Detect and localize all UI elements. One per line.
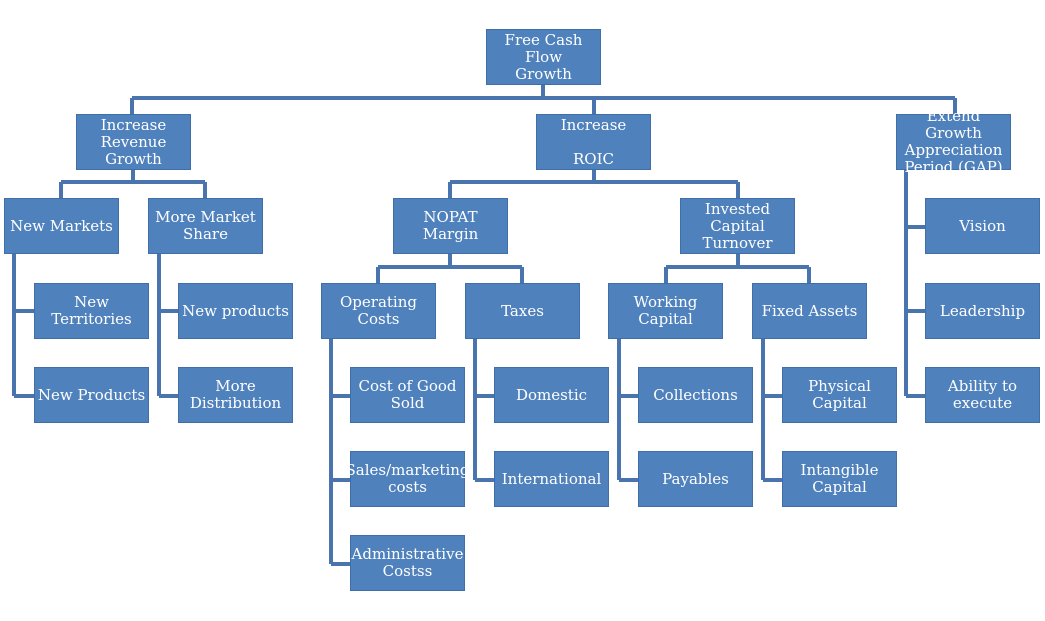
- node-label: Working Capital: [633, 293, 698, 328]
- connector-root: [130, 84, 957, 114]
- node-ability-to-execute: Ability to execute: [925, 367, 1040, 423]
- node-more-distribution: More Distribution: [178, 367, 293, 423]
- node-cost-of-good-sold: Cost of Good Sold: [350, 367, 465, 423]
- node-vision: Vision: [925, 198, 1040, 254]
- node-label: Increase ROIC: [560, 115, 627, 168]
- node-leadership: Leadership: [925, 283, 1040, 339]
- node-invested-capital-turnover: Invested Capital Turnover: [680, 198, 795, 254]
- connector-operating-costs: [329, 338, 350, 566]
- node-working-capital: Working Capital: [608, 283, 723, 339]
- node-label: Physical Capital: [808, 377, 871, 412]
- node-label: Vision: [959, 216, 1006, 235]
- node-label: Sales/marketing costs: [345, 461, 470, 496]
- node-new-markets: New Markets: [4, 198, 119, 254]
- node-label: New Markets: [10, 216, 113, 235]
- node-label: Extend Growth Appreciation Period (GAP): [904, 107, 1003, 176]
- node-label: Domestic: [515, 385, 588, 404]
- node-increase-revenue-growth: Increase Revenue Growth: [76, 114, 191, 170]
- node-fixed-assets: Fixed Assets: [752, 283, 867, 339]
- node-new-products-share: New products: [178, 283, 293, 339]
- node-label: New Territories: [51, 293, 132, 328]
- node-domestic: Domestic: [494, 367, 609, 423]
- node-label: More Distribution: [189, 377, 282, 412]
- node-label: Administrative Costss: [351, 545, 464, 580]
- node-label: NOPAT Margin: [422, 208, 479, 243]
- connector-fixed-assets: [761, 338, 782, 482]
- node-label: Intangible Capital: [800, 461, 879, 496]
- node-more-market-share: More Market Share: [148, 198, 263, 254]
- connector-market-share: [157, 254, 178, 398]
- node-label: Collections: [653, 385, 738, 404]
- node-label: International: [501, 469, 602, 488]
- node-operating-costs: Operating Costs: [321, 283, 436, 339]
- node-label: New products: [182, 301, 289, 320]
- node-nopat-margin: NOPAT Margin: [393, 198, 508, 254]
- connector-taxes: [473, 338, 494, 482]
- node-international: International: [494, 451, 609, 507]
- node-label: New Products: [37, 385, 146, 404]
- node-extend-growth-gap: Extend Growth Appreciation Period (GAP): [896, 108, 1011, 176]
- node-label: Ability to execute: [947, 377, 1018, 412]
- node-collections: Collections: [638, 367, 753, 423]
- node-increase-roic: Increase ROIC: [536, 114, 651, 170]
- node-payables: Payables: [638, 451, 753, 507]
- node-free-cash-flow-growth: Free Cash Flow Growth: [486, 29, 601, 85]
- node-physical-capital: Physical Capital: [782, 367, 897, 423]
- connector-gap: [904, 170, 925, 398]
- node-label: Invested Capital Turnover: [702, 199, 773, 252]
- node-label: Taxes: [501, 301, 544, 320]
- node-taxes: Taxes: [465, 283, 580, 339]
- node-new-territories: New Territories: [34, 283, 149, 339]
- node-label: Leadership: [939, 301, 1026, 320]
- connector-working-capital: [617, 338, 638, 482]
- node-administrative-costs: Administrative Costss: [350, 535, 465, 591]
- node-label: Payables: [662, 469, 729, 488]
- connector-roic: [448, 168, 740, 198]
- connector-new-markets: [12, 254, 34, 398]
- node-label: Increase Revenue Growth: [100, 115, 167, 168]
- node-label: Operating Costs: [340, 293, 417, 328]
- node-label: Fixed Assets: [761, 301, 858, 320]
- node-label: Free Cash Flow Growth: [504, 30, 583, 83]
- node-label: More Market Share: [155, 208, 256, 243]
- node-sales-marketing-costs: Sales/marketing costs: [345, 451, 470, 507]
- connector-nopat: [376, 254, 524, 283]
- node-label: Cost of Good Sold: [358, 377, 457, 412]
- connector-revenue: [59, 168, 207, 198]
- connector-invested-capital: [664, 254, 811, 283]
- node-new-products-markets: New Products: [34, 367, 149, 423]
- node-intangible-capital: Intangible Capital: [782, 451, 897, 507]
